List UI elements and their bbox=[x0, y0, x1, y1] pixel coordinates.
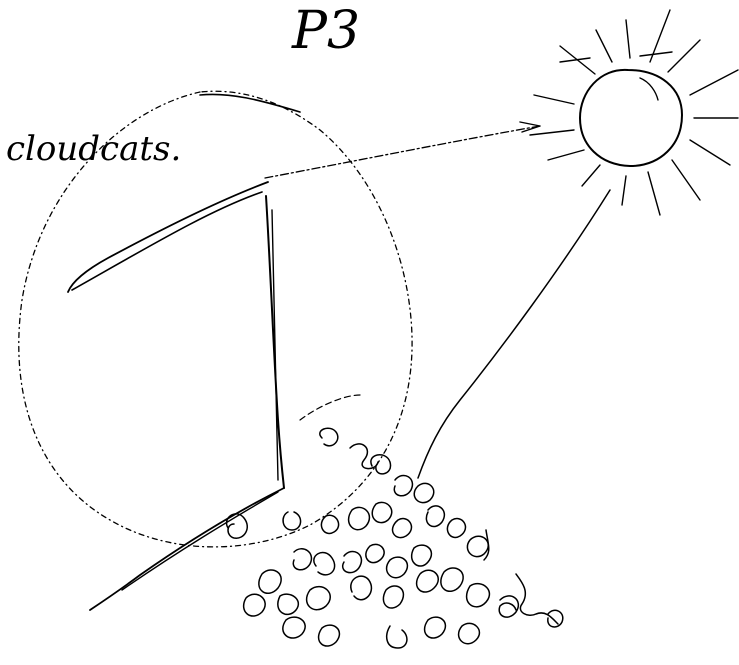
arrow-head bbox=[520, 122, 540, 132]
sun-ray-upper bbox=[265, 126, 540, 178]
bottom-diagonal-inner bbox=[122, 492, 278, 590]
page-title: P3 bbox=[291, 1, 360, 61]
dashed-connector bbox=[300, 395, 360, 420]
upper-stroke bbox=[200, 94, 300, 112]
sun-ray-lower bbox=[418, 190, 610, 478]
wedge-inner-edge bbox=[72, 192, 262, 290]
side-word-label: cloudcats. bbox=[6, 129, 181, 169]
sun-icon bbox=[530, 10, 738, 215]
